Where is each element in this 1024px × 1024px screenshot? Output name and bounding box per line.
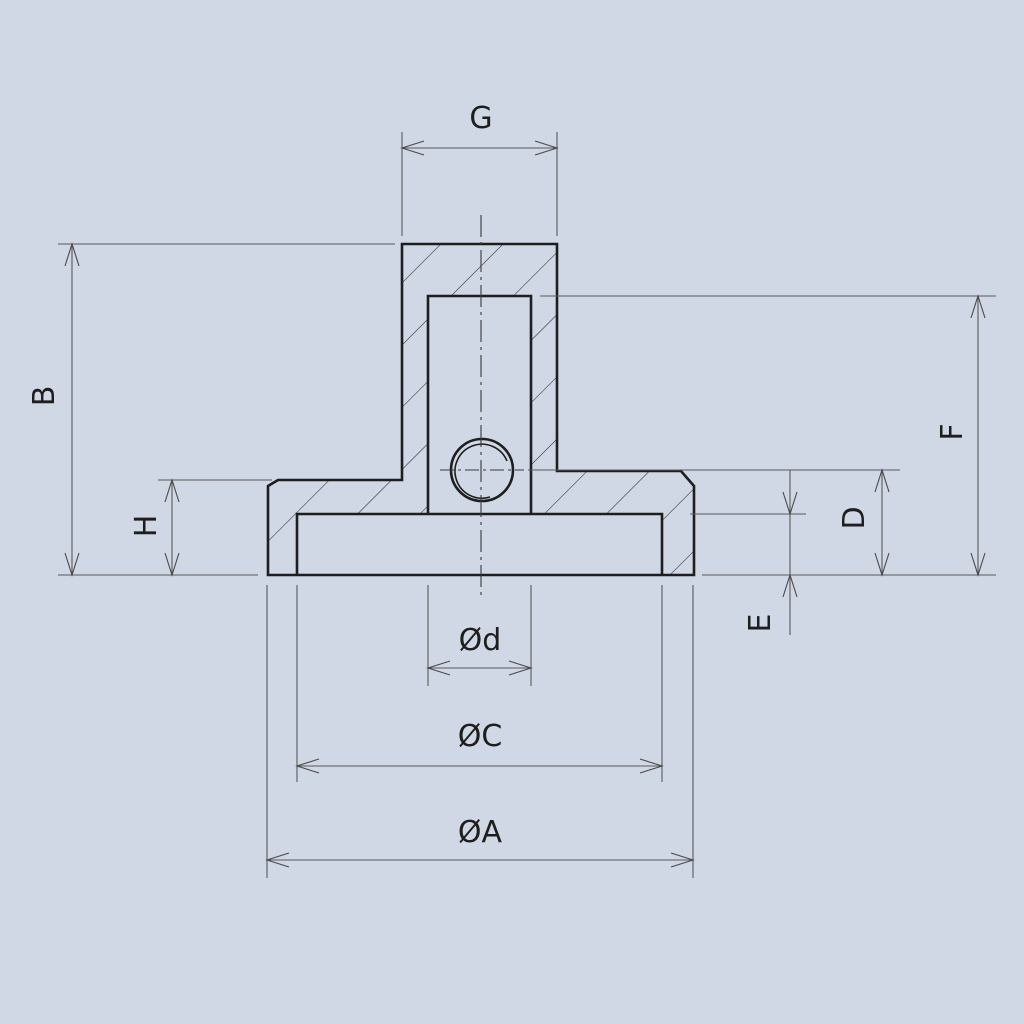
- label-g: G: [469, 101, 492, 136]
- label-d: D: [837, 506, 872, 529]
- dimension-f: F: [540, 294, 996, 577]
- dimension-g: G: [400, 101, 559, 236]
- dimension-bore-diameter: Ød: [426, 585, 533, 686]
- label-d-diameter: Ød: [459, 623, 502, 658]
- label-e: E: [743, 614, 778, 633]
- bore-outline: [426, 294, 533, 514]
- label-a-diameter: ØA: [458, 815, 503, 850]
- label-c-diameter: ØC: [458, 719, 503, 754]
- dimension-outer-diameter: ØA: [265, 585, 695, 878]
- recess-outline: [295, 512, 664, 575]
- dimension-recess-diameter: ØC: [295, 585, 664, 782]
- dimension-d: D: [528, 468, 900, 577]
- dimension-h: H: [129, 478, 272, 577]
- part-section: [266, 215, 696, 595]
- cross-hole-thread-arc: [454, 443, 508, 500]
- label-h: H: [129, 515, 164, 538]
- dimension-e: E: [690, 470, 806, 635]
- recess-void: [297, 514, 662, 575]
- dimension-b: B: [27, 242, 395, 577]
- label-b: B: [27, 386, 62, 407]
- part-outline: [266, 242, 696, 577]
- label-f: F: [935, 423, 970, 440]
